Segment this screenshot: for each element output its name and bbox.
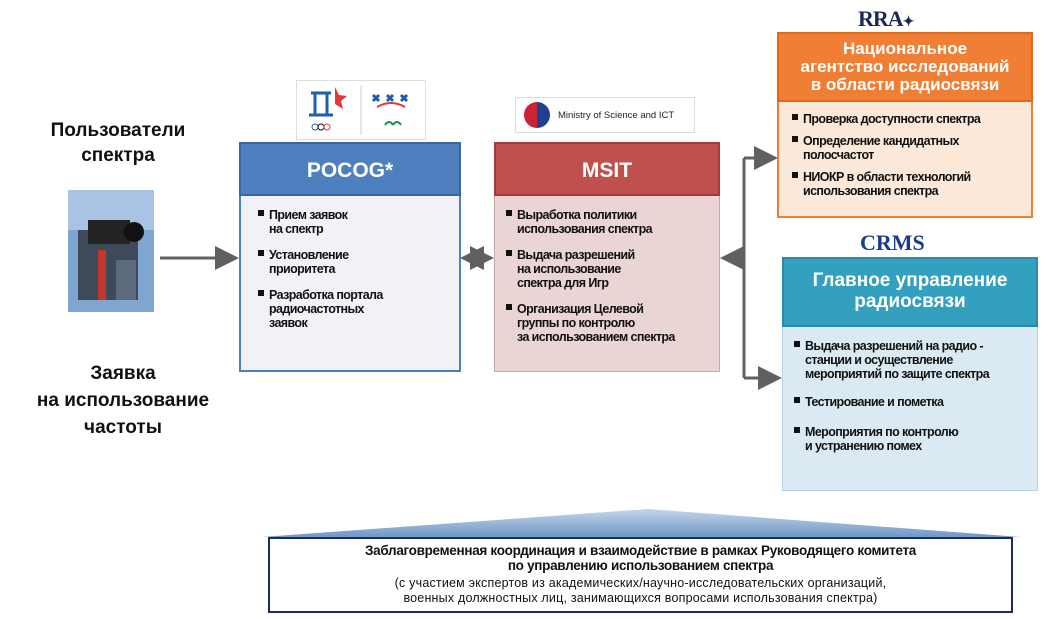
rra-header: Национальное агентство исследований в об… xyxy=(777,32,1033,102)
crms-logo: CRMS xyxy=(860,230,925,255)
olympic-logos xyxy=(296,80,426,140)
ministry-badge: Ministry of Science and ICT xyxy=(515,97,695,133)
rra-item: НИОКР в области технологий использования… xyxy=(791,170,1023,198)
crms-header: Главное управление радиосвязи xyxy=(782,257,1038,327)
pocog-item: Установление приоритета xyxy=(257,248,449,276)
msit-body: Выработка политики использования спектра… xyxy=(494,196,720,372)
crms-item: Мероприятия по контролю и устранению пом… xyxy=(793,425,1031,453)
frequency-request-title: Заявка на использование частоты xyxy=(36,363,210,438)
pocog-body: Прием заявок на спектр Установление прио… xyxy=(239,196,461,372)
spectrum-users-title: Пользователи спектра xyxy=(50,120,186,166)
rra-body: Проверка доступности спектра Определение… xyxy=(777,102,1033,218)
crms-body: Выдача разрешений на радио - станции и о… xyxy=(782,327,1038,491)
rra-item: Определение кандидатных полосчастот xyxy=(791,134,1023,162)
rra-item: Проверка доступности спектра xyxy=(791,112,1023,126)
camera-operator-photo xyxy=(68,190,154,312)
msit-item: Организация Целевой группы по контролю з… xyxy=(505,302,711,344)
msit-item: Выдача разрешений на использование спект… xyxy=(505,248,711,290)
msit-item: Выработка политики использования спектра xyxy=(505,208,711,236)
coordination-box: Заблаговременная координация и взаимодей… xyxy=(268,537,1013,613)
ministry-label: Ministry of Science and ICT xyxy=(558,109,675,121)
arrow-msit-branch xyxy=(720,146,782,390)
pocog-item: Прием заявок на спектр xyxy=(257,208,449,236)
coordination-title: Заблаговременная координация и взаимодей… xyxy=(364,543,917,573)
msit-header: MSIT xyxy=(494,142,720,196)
coordination-wedge xyxy=(262,509,1020,537)
pocog-header: POCOG* xyxy=(239,142,461,196)
rra-logo: RRA✦ xyxy=(858,6,914,31)
coordination-subtitle: (с участием экспертов из академических/н… xyxy=(394,576,887,605)
crms-item: Тестирование и пометка xyxy=(793,395,1031,409)
olympic-logo xyxy=(309,87,347,131)
ministry-emblem xyxy=(524,102,550,128)
pocog-item: Разработка портала радиочастотных заявок xyxy=(257,288,449,330)
crms-item: Выдача разрешений на радио - станции и о… xyxy=(793,339,1031,381)
paralympic-logo xyxy=(371,93,409,126)
